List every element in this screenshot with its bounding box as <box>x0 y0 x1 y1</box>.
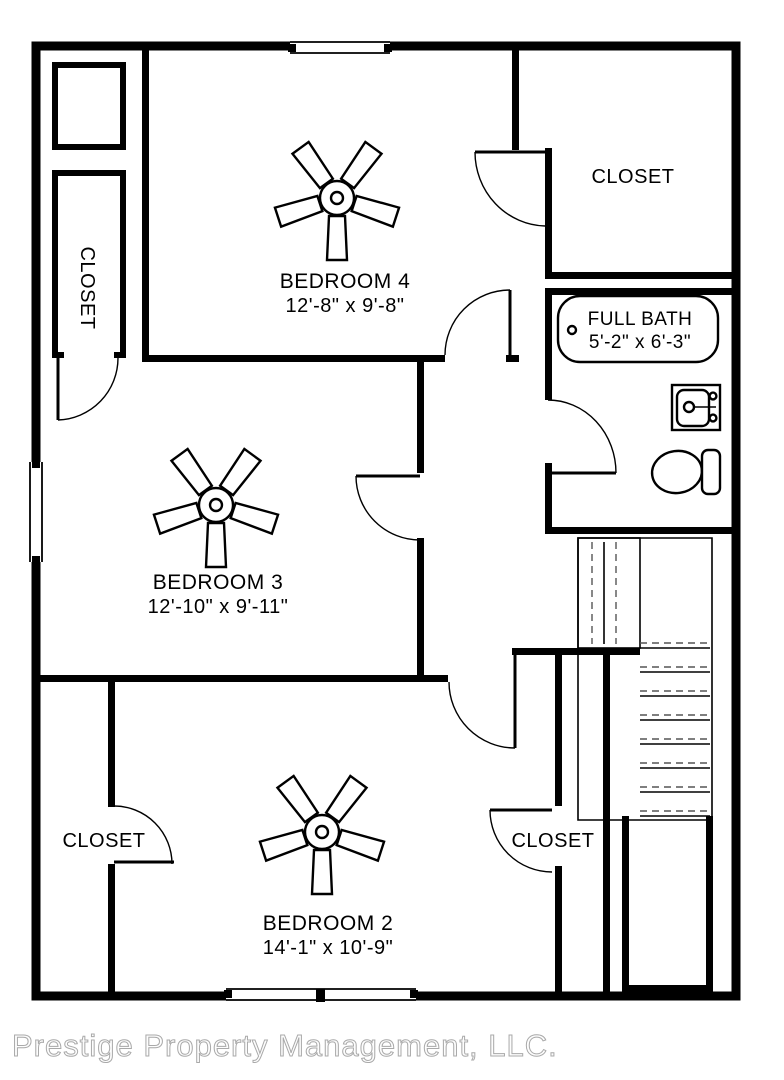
room-dims-bedroom-4: 12'-8" x 9'-8" <box>286 295 405 317</box>
door-left-closet <box>56 357 119 421</box>
closet-label-bottom-left: CLOSET <box>62 830 145 852</box>
room-label-full-bath: FULL BATH <box>588 309 693 330</box>
bathtub <box>556 294 720 364</box>
closet-label-left: CLOSET <box>76 246 98 329</box>
door-bedroom-3 <box>355 474 421 541</box>
door-bedroom-4 <box>444 289 512 358</box>
door-bottom-right-closet <box>489 808 553 873</box>
closet-label-top-right: CLOSET <box>591 166 674 188</box>
door-bottom-left-closet <box>113 805 174 865</box>
closet-label-bottom-right: CLOSET <box>511 830 594 852</box>
window-top <box>288 39 392 55</box>
ceiling-fan-bedroom-2 <box>258 774 386 896</box>
window-bottom <box>224 986 418 1003</box>
room-dims-full-bath: 5'-2" x 6'-3" <box>589 332 691 353</box>
stair-treads <box>640 642 710 817</box>
ceiling-fan-bedroom-3 <box>152 447 280 569</box>
room-label-bedroom-3: BEDROOM 3 <box>153 571 284 594</box>
interior-walls <box>36 46 736 996</box>
room-dims-bedroom-2: 14'-1" x 10'-9" <box>263 937 394 959</box>
window-left <box>27 460 44 564</box>
tub-drain-icon <box>566 324 578 336</box>
watermark: Prestige Property Management, LLC. <box>12 1028 558 1063</box>
room-label-bedroom-4: BEDROOM 4 <box>280 270 411 293</box>
room-dims-bedroom-3: 12'-10" x 9'-11" <box>148 596 289 618</box>
outer-walls <box>31 41 741 1001</box>
sink-faucet-icon <box>682 400 696 414</box>
toilet <box>650 448 722 496</box>
staircase <box>577 537 713 821</box>
door-top-right-closet <box>474 150 546 227</box>
door-bedroom-2 <box>448 655 517 749</box>
door-bath <box>547 399 617 475</box>
room-label-bedroom-2: BEDROOM 2 <box>263 912 394 935</box>
sink <box>670 383 722 432</box>
ceiling-fan-bedroom-4 <box>273 140 401 262</box>
